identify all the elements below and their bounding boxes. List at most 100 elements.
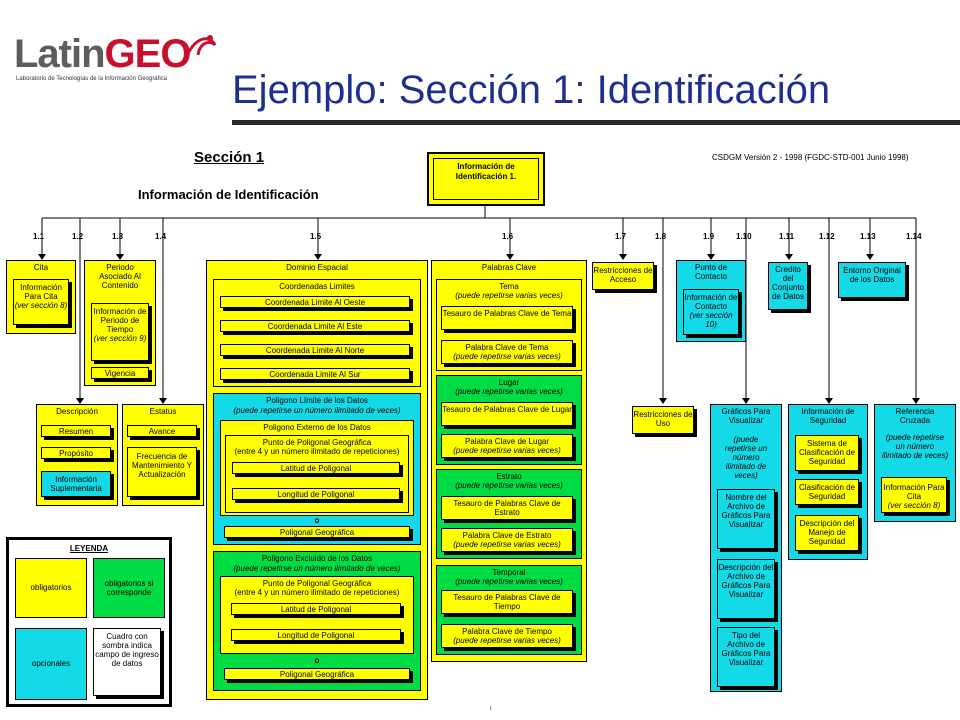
credito-field: Credito del Conjunto de Datos — [768, 262, 808, 310]
coord-oeste: Coordenada Limite Al Oeste — [220, 296, 410, 308]
temporal-title: Temporal — [492, 568, 526, 577]
logo-subtitle: Laboratorio de Tecnologías de la Informa… — [16, 76, 167, 82]
root-box: Información de Identificación 1. — [427, 152, 545, 206]
num-1-13: 1.13 — [860, 232, 876, 241]
poligono-limite-box: Poligono Límite de los Datos (puede repe… — [213, 393, 421, 545]
legend-optional: opcionales — [15, 628, 87, 700]
num-1-3: 1.3 — [112, 232, 124, 241]
num-1-14: 1.14 — [906, 232, 922, 241]
coord-norte: Coordenada Limite Al Norte — [220, 344, 410, 356]
punto-poligonal-ext-title: Punto de Poligonal Geográfica — [262, 438, 372, 447]
periodo-inner-note: (ver sección 9) — [93, 334, 147, 343]
legend-conditional: obligatorios si corresponde — [93, 558, 165, 618]
num-1-8: 1.8 — [655, 232, 667, 241]
poligonal-geografica-exc-field: Poligonal Geográfica — [224, 668, 410, 680]
lugar-title: Lugar — [498, 378, 520, 387]
cita-box: Cita Información Para Cita (ver sección … — [6, 260, 76, 334]
legend-conditional-label: obligatorios si corresponde — [104, 579, 154, 597]
coord-sur: Coordenada Limite Al Sur — [220, 368, 410, 380]
punto-poligonal-exc-note: (entre 4 y un número ilimitado de repeti… — [234, 588, 400, 597]
seguridad-box: Información de Seguridad Sistema de Clas… — [788, 404, 868, 560]
legend-shadow-label: Cuadro con sombra indica campo de ingres… — [95, 632, 159, 668]
tema-title: Tema — [499, 282, 519, 291]
descripcion-archivo-field: Descripción del Archivo de Gráficos Para… — [717, 559, 775, 619]
palabra-lugar-field: Palabra Clave de Lugar(puede repetirse v… — [441, 434, 573, 458]
section-label: Sección 1 — [194, 149, 265, 166]
referencia-inner: Información Para Cita (ver sección 8) — [881, 477, 947, 513]
referencia-note: (puede repetirse un número ilimitado de … — [881, 433, 949, 460]
cita-title: Cita — [33, 263, 49, 272]
descripcion-title: Descripción — [56, 407, 98, 416]
palabra-lugar-label: Palabra Clave de Lugar — [464, 437, 550, 446]
poligono-limite-note: (puede repetirse un número ilimitado de … — [233, 406, 401, 415]
proposito-field: Propósito — [41, 447, 111, 459]
lugar-note: (puede repetirse varias veces) — [455, 387, 563, 396]
palabra-estrato-label: Palabra Clave de Estrato — [462, 531, 552, 540]
periodo-inner: Información de Periodo de Tiempo (ver se… — [91, 303, 149, 361]
info-contacto-inner: Información de Contacto (ver sección 10) — [683, 289, 739, 335]
or-separator-exc: o — [314, 656, 320, 665]
num-1-5: 1.5 — [310, 232, 322, 241]
lugar-box: Lugar (puede repetirse varias veces) Tes… — [436, 375, 582, 465]
longitud-exc-field: Longitud de Poligonal — [231, 629, 401, 641]
estatus-title: Estatus — [149, 407, 177, 416]
longitud-ext-field: Longitud de Poligonal — [232, 488, 400, 500]
punto-poligonal-ext-note: (entre 4 y un número ilimitado de repeti… — [234, 447, 400, 456]
dominio-box: Dominio Espacial Coordenadas Limites Coo… — [206, 260, 428, 700]
legend: LEYENDA obligatorios obligatorios si cor… — [6, 537, 172, 707]
legend-optional-label: opcionales — [31, 659, 71, 668]
coord-este: Coordenada Limite Al Este — [220, 320, 410, 332]
poligono-externo-title: Poligono Externo de los Datos — [263, 423, 371, 432]
legend-title: LEYENDA — [69, 544, 109, 553]
vigencia-field: Vigencia — [91, 367, 149, 379]
periodo-inner-label: Información de Periodo de Tiempo — [93, 307, 147, 334]
or-separator: o — [314, 516, 320, 525]
nombre-archivo-field: Nombre del Archivo de Gráficos Para Visu… — [717, 489, 775, 549]
poligono-limite-title: Poligono Límite de los Datos — [266, 396, 368, 405]
palabra-tema-note: (puede repetirse varias veces) — [453, 352, 561, 361]
poligono-externo-box: Poligono Externo de los Datos Punto de P… — [220, 420, 414, 516]
info-contacto-label: Información de Contacto — [684, 293, 738, 311]
title-rule — [232, 120, 960, 125]
estatus-box: Estatus Avance Frecuencia de Mantenimien… — [122, 404, 204, 506]
palabra-tiempo-label: Palabra Clave de Tiempo — [462, 627, 552, 636]
page-title: Ejemplo: Sección 1: Identificación — [232, 68, 831, 112]
periodo-title: Periodo Asociado Al Contenido — [99, 263, 141, 290]
referencia-title: Referencia Cruzada — [895, 407, 935, 425]
coord-box: Coordenadas Limites Coordenada Limite Al… — [213, 279, 421, 387]
resumen-field: Resumen — [41, 425, 111, 437]
palabra-lugar-note: (puede repetirse varias veces) — [453, 446, 561, 455]
palabra-tiempo-field: Palabra Clave de Tiempo(puede repetirse … — [441, 624, 573, 648]
latitud-exc-field: Latitud de Poligonal — [231, 603, 401, 615]
info-suplementaria-field: Información Suplementaria — [41, 471, 111, 497]
tesauro-tiempo-field: Tesauro de Palabras Clave de Tiempo — [441, 590, 573, 614]
palabra-estrato-note: (puede repetirse varias veces) — [453, 540, 561, 549]
palabra-estrato-field: Palabra Clave de Estrato(puede repetirse… — [441, 528, 573, 552]
punto-contacto-title: Punto de Contacto — [694, 263, 728, 281]
graficos-note: (puede repetirse un número ilimitado de … — [724, 435, 768, 480]
tema-box: Tema (puede repetirse varias veces) Tesa… — [436, 279, 582, 371]
poligono-excluido-note: (puede repetirse un número ilimitado de … — [233, 564, 401, 573]
palabra-tema-field: Palabra Clave de Tema(puede repetirse va… — [441, 340, 573, 364]
punto-poligonal-ext-box: Punto de Poligonal Geográfica (entre 4 y… — [225, 435, 409, 513]
estrato-title: Estrato — [496, 472, 522, 481]
cita-inner-label: Información Para Cita — [20, 283, 62, 301]
cita-inner: Información Para Cita (ver sección 8) — [13, 279, 69, 325]
frecuencia-field: Frecuencia de Mantenimiento Y Actualizac… — [127, 447, 197, 497]
temporal-note: (puede repetirse varias veces) — [455, 577, 563, 586]
tesauro-lugar-field: Tesauro de Palabras Clave de Lugar — [441, 402, 573, 426]
poligono-excluido-title: Poligono Excluido de los Datos — [261, 554, 373, 563]
num-1-9: 1.9 — [703, 232, 715, 241]
legend-mandatory-label: obligatorios — [30, 583, 72, 592]
poligono-excluido-box: Poligono Excluido de los Datos (puede re… — [213, 551, 421, 691]
coord-title: Coordenadas Limites — [279, 282, 355, 291]
version-label: CSDGM Versión 2 - 1998 (FGDC-STD-001 Jun… — [712, 153, 909, 162]
num-1-11: 1.11 — [779, 232, 795, 241]
tesauro-tema-field: Tesauro de Palabras Clave de Tema — [441, 306, 573, 330]
graficos-title: Gráficos Para Visualizar — [721, 407, 771, 425]
palabras-title: Palabras Clave — [481, 263, 537, 272]
num-1-1: 1.1 — [33, 232, 45, 241]
footer-mark: ı — [490, 706, 492, 712]
section-subtitle: Información de Identificación — [138, 187, 319, 202]
